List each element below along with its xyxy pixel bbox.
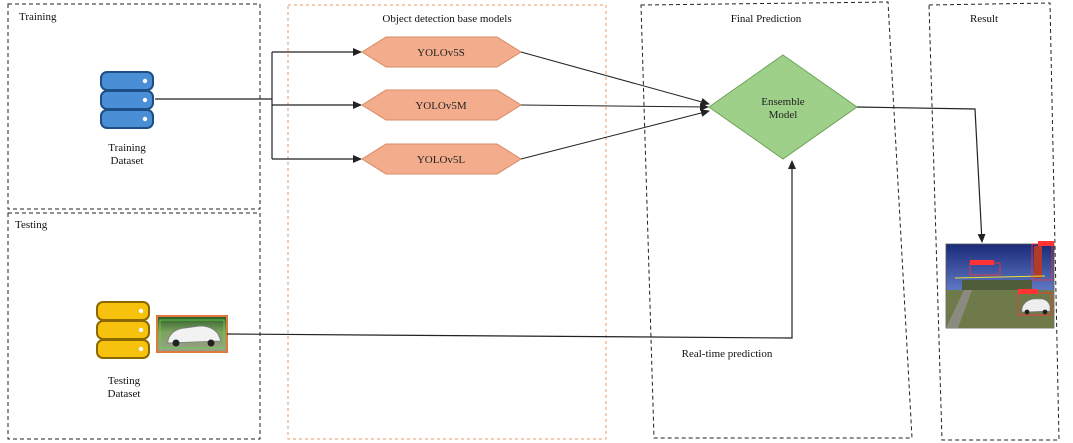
training-panel: Training: [7, 3, 261, 210]
final-prediction-panel: Final Prediction: [640, 1, 913, 439]
models-panel: Object detection base models: [287, 4, 607, 440]
ensemble-to-result-arrow: [856, 106, 986, 243]
final-panel-border: [640, 1, 913, 439]
model-yolov5l: YOLOv5L: [361, 143, 522, 175]
models-panel-title: Object detection base models: [382, 13, 511, 25]
realtime-prediction-label: Real-time prediction: [682, 348, 773, 360]
ensemble-label-line2: Model: [769, 109, 798, 121]
model-yolov5s: YOLOv5S: [361, 36, 522, 68]
testing-sample-image: [156, 315, 228, 353]
ensemble-label-line1: Ensemble: [761, 96, 804, 108]
testing-database-icon: [96, 301, 150, 359]
training-dataset-label-line2: Dataset: [111, 155, 144, 167]
model-yolov5l-label: YOLOv5L: [417, 154, 466, 166]
testing-dataset-label-line1: Testing: [108, 375, 141, 387]
result-panel: Result: [928, 2, 1060, 441]
models-panel-border: [287, 4, 607, 440]
realtime-prediction-path: [226, 160, 796, 339]
training-panel-title: Training: [19, 11, 57, 23]
model-yolov5m: YOLOv5M: [361, 89, 522, 121]
model-to-ensemble-arrows: [520, 51, 710, 160]
training-database-icon: [100, 71, 154, 129]
result-panel-border: [928, 2, 1060, 441]
training-connectors: [155, 48, 362, 163]
testing-panel: Testing: [7, 212, 261, 440]
model-yolov5m-label: YOLOv5M: [415, 100, 467, 112]
training-panel-border: [7, 3, 261, 210]
testing-panel-title: Testing: [15, 219, 48, 231]
ensemble-model: Ensemble Model: [708, 54, 858, 160]
testing-panel-border: [7, 212, 261, 440]
model-yolov5s-label: YOLOv5S: [417, 47, 465, 59]
testing-dataset-label-line2: Dataset: [108, 388, 141, 400]
final-panel-title: Final Prediction: [731, 13, 802, 25]
training-dataset-label-line1: Training: [108, 142, 146, 154]
result-image: [945, 241, 1055, 329]
result-panel-title: Result: [970, 13, 998, 25]
